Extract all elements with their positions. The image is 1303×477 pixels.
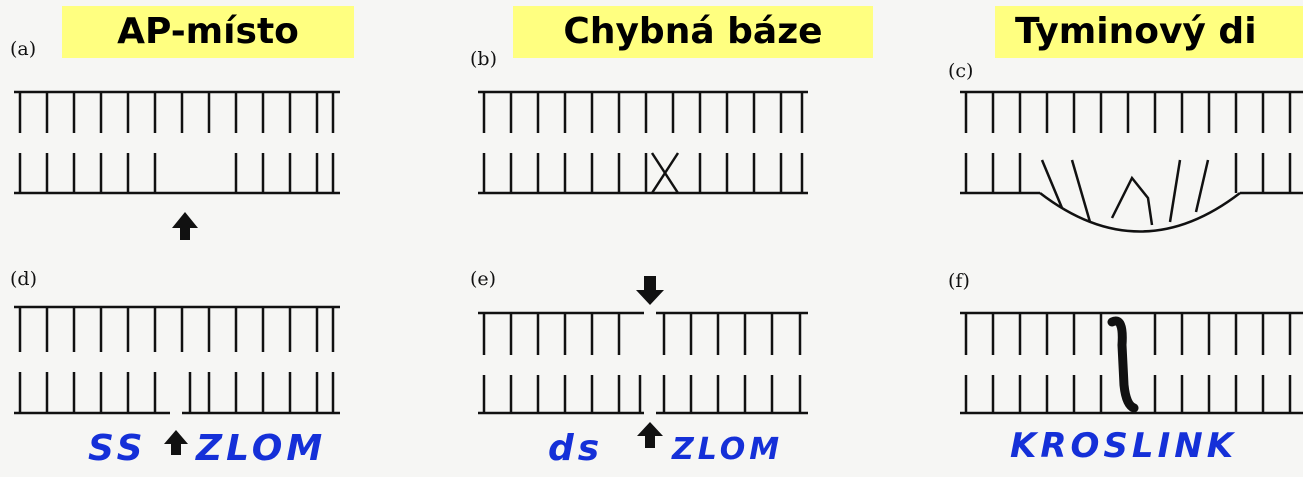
annotation-crosslink: KROSLINK [1010,426,1238,466]
panel-label-d: (d) [10,268,37,290]
title-wrong-base: Chybná báze [513,6,873,58]
panel-label-e: (e) [470,268,497,290]
panel-label-b: (b) [470,48,497,70]
annotation-zlom-1: ZLOM [196,428,327,469]
panel-label-f: (f) [948,270,970,292]
annotation-zlom-2: ZLOM [672,432,784,467]
panel-label-a: (a) [10,38,37,60]
title-ap-site: AP-místo [62,6,354,58]
annotation-ds: ds [548,428,604,469]
title-thymine-dimer: Tyminový di [995,6,1303,58]
annotation-ss: SS [88,428,147,469]
panel-label-c: (c) [948,60,974,82]
